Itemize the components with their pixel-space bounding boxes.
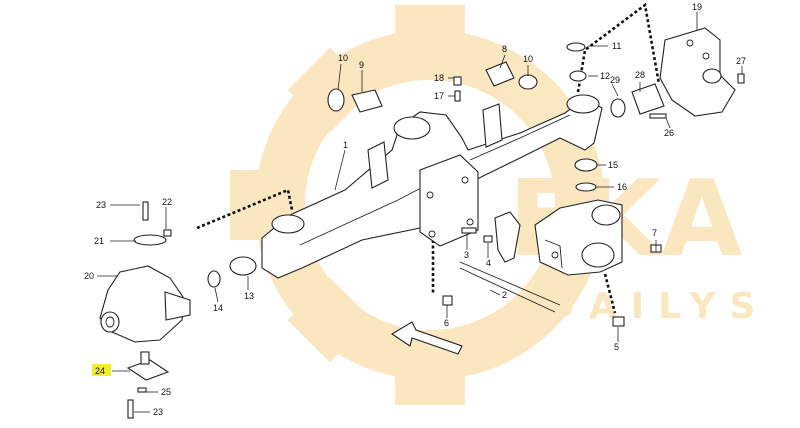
callout-28: 28 <box>635 70 645 80</box>
axle-housing <box>459 199 662 313</box>
callout-18: 18 <box>434 73 444 83</box>
callout-16: 16 <box>617 182 627 192</box>
watermark-gear-tooth <box>287 277 373 363</box>
bushing <box>229 256 257 276</box>
bushing-ring <box>207 270 221 288</box>
callout-22: 22 <box>162 197 172 207</box>
watermark-sub: DAILYS <box>545 286 769 327</box>
callout-23: 23 <box>153 407 163 417</box>
grease-nipple <box>453 76 462 86</box>
steering-knuckle <box>99 201 191 419</box>
callout-6: 6 <box>444 318 449 328</box>
callout-11: 11 <box>612 41 621 51</box>
callout-8: 8 <box>502 44 507 54</box>
callout-1: 1 <box>343 140 348 150</box>
callout-23: 23 <box>96 200 106 210</box>
bolt <box>612 316 625 327</box>
callout-10: 10 <box>523 54 533 64</box>
callout-29: 29 <box>610 75 620 85</box>
pivot-bracket <box>610 27 745 119</box>
washer <box>566 42 586 52</box>
watermark-logo: EKA DAILYS <box>230 5 769 405</box>
callout-27: 27 <box>736 56 746 66</box>
loose-bolts <box>442 295 625 327</box>
callout-24: 24 <box>95 366 105 376</box>
callout-24-highlight <box>92 364 111 376</box>
callout-4: 4 <box>486 258 491 268</box>
watermark-gear-tooth <box>287 47 373 133</box>
callout-3: 3 <box>464 250 469 260</box>
bushing <box>485 61 515 87</box>
bushing <box>351 89 383 113</box>
watermark-gear-tooth <box>395 5 465 65</box>
bushing <box>574 158 598 172</box>
callout-17: 17 <box>434 91 444 101</box>
callout-19: 19 <box>692 2 702 12</box>
direction-arrow <box>390 321 463 355</box>
callout-7: 7 <box>652 228 657 238</box>
bushing-ring <box>327 88 345 112</box>
callout-5: 5 <box>614 342 619 352</box>
axle-beam <box>261 94 603 279</box>
right-bushing-set <box>453 42 598 192</box>
callout-26: 26 <box>664 128 674 138</box>
callout-12: 12 <box>600 71 610 81</box>
callout-15: 15 <box>608 160 618 170</box>
callout-21: 21 <box>94 236 104 246</box>
leader-lines <box>97 12 743 413</box>
callout-13: 13 <box>244 291 254 301</box>
callout-25: 25 <box>161 387 171 397</box>
washer <box>575 182 597 192</box>
watermark-gear-tooth <box>395 345 465 405</box>
callout-10: 10 <box>338 53 348 63</box>
callout-2: 2 <box>502 290 507 300</box>
callout-20: 20 <box>84 271 94 281</box>
bolt <box>454 90 461 102</box>
left-bushing-set <box>207 88 383 288</box>
callout-14: 14 <box>213 303 223 313</box>
assembly-dashed-lines <box>196 2 661 314</box>
bushing-ring <box>518 74 538 90</box>
dashed-line <box>603 273 617 314</box>
dashed-line <box>196 188 294 230</box>
bushing-ring <box>569 70 587 82</box>
bolt <box>442 295 453 306</box>
callout-9: 9 <box>359 60 364 70</box>
callout-labels: 10 9 8 10 11 12 18 17 1 15 16 19 29 28 2… <box>84 2 746 417</box>
